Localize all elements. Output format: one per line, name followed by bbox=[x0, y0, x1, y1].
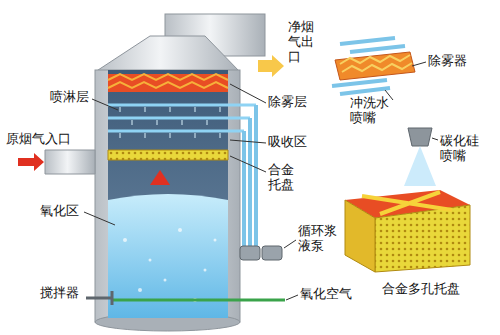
part-label: 循环浆液泵 bbox=[298, 224, 340, 254]
part-label: 吸收区 bbox=[268, 135, 310, 150]
part-label: 原烟气入口 bbox=[6, 132, 76, 147]
part-label: 除雾器 bbox=[428, 54, 470, 69]
part-label: 净烟气出口 bbox=[288, 20, 318, 65]
part-label: 氧化空气 bbox=[300, 287, 360, 302]
part-label: 冲洗水喷嘴 bbox=[350, 96, 392, 126]
part-label: 合金多孔托盘 bbox=[382, 282, 466, 297]
part-label: 喷淋层 bbox=[50, 90, 92, 105]
part-label: 氧化区 bbox=[40, 204, 82, 219]
part-label: 除雾层 bbox=[268, 95, 310, 110]
part-label: 合金托盘 bbox=[268, 163, 298, 193]
part-label: 搅拌器 bbox=[40, 286, 82, 301]
part-label: 碳化硅喷嘴 bbox=[440, 134, 482, 164]
